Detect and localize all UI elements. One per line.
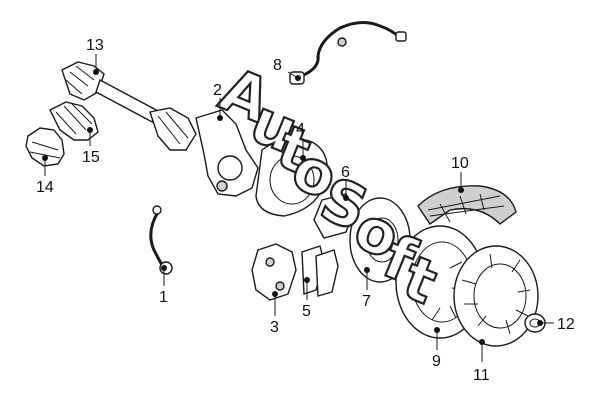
cv-boot-part-14 xyxy=(25,127,65,167)
callout-1: 1 xyxy=(159,289,168,306)
abs-sensor-cable-part-8 xyxy=(289,21,407,85)
callout-14: 14 xyxy=(36,179,54,196)
callout-6: 6 xyxy=(341,164,350,181)
arch-liner-part-10 xyxy=(417,185,517,225)
steering-knuckle-part-2 xyxy=(195,109,259,197)
callout-15: 15 xyxy=(82,149,100,166)
callout-7: 7 xyxy=(362,293,371,310)
callout-13: 13 xyxy=(86,37,104,54)
callout-4: 4 xyxy=(296,121,305,138)
callout-3: 3 xyxy=(270,319,279,336)
callout-11: 11 xyxy=(473,367,490,384)
caliper-part-3 xyxy=(251,243,297,301)
callout-labels: 13 2 4 8 6 10 15 14 1 3 5 7 9 11 12 xyxy=(36,37,575,384)
callout-10: 10 xyxy=(451,155,469,172)
callout-8: 8 xyxy=(273,57,282,74)
callout-12: 12 xyxy=(557,316,575,333)
brake-hose-part-1 xyxy=(149,205,173,275)
cv-boot-part-15 xyxy=(49,101,99,141)
dust-shield-part-4 xyxy=(255,137,328,217)
leader-lines xyxy=(42,54,554,362)
hub-cap-part-11 xyxy=(453,245,539,347)
callout-2: 2 xyxy=(213,82,222,99)
callout-9: 9 xyxy=(432,353,441,370)
callout-5: 5 xyxy=(302,303,311,320)
